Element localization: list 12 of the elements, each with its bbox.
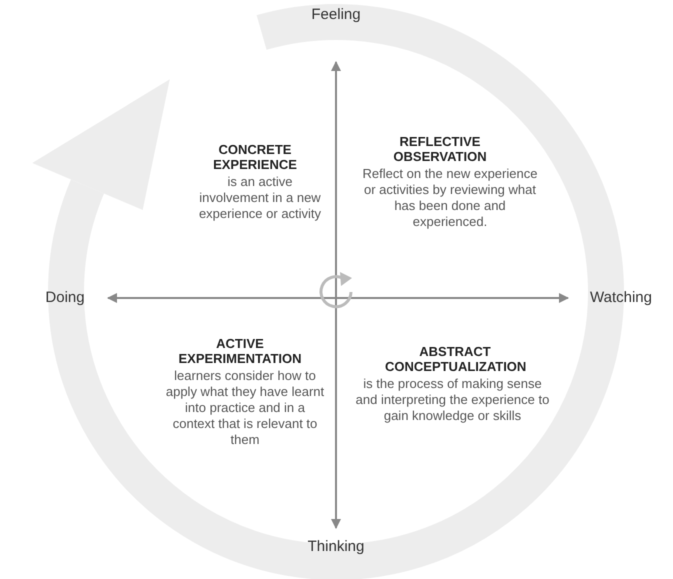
axis-label: Watching — [589, 289, 653, 306]
quadrant-description: learners consider how to apply what they have learnt into practice and in a context that is relevant to them — [165, 368, 325, 448]
quadrant-heading: ABSTRACT CONCEPTUALIZATION — [385, 344, 525, 374]
quadrant-heading: ACTIVE EXPERIMENTATION — [177, 336, 303, 366]
quadrant-heading: CONCRETE EXPERIENCE — [212, 142, 298, 172]
quadrant-description: Reflect on the new experience or activities by reviewing what has been done and experienced. — [362, 166, 538, 230]
axis-label: Feeling — [310, 6, 362, 23]
axis-label: Thinking — [306, 538, 366, 555]
axis-label: Doing — [44, 289, 86, 306]
quadrant-heading: REFLECTIVE OBSERVATION — [392, 134, 488, 164]
quadrant-description: is the process of making sense and interpreting the experience to gain knowledge or skills — [355, 376, 550, 424]
quadrant-description: is an active involvement in a new experience or activity — [198, 174, 322, 222]
